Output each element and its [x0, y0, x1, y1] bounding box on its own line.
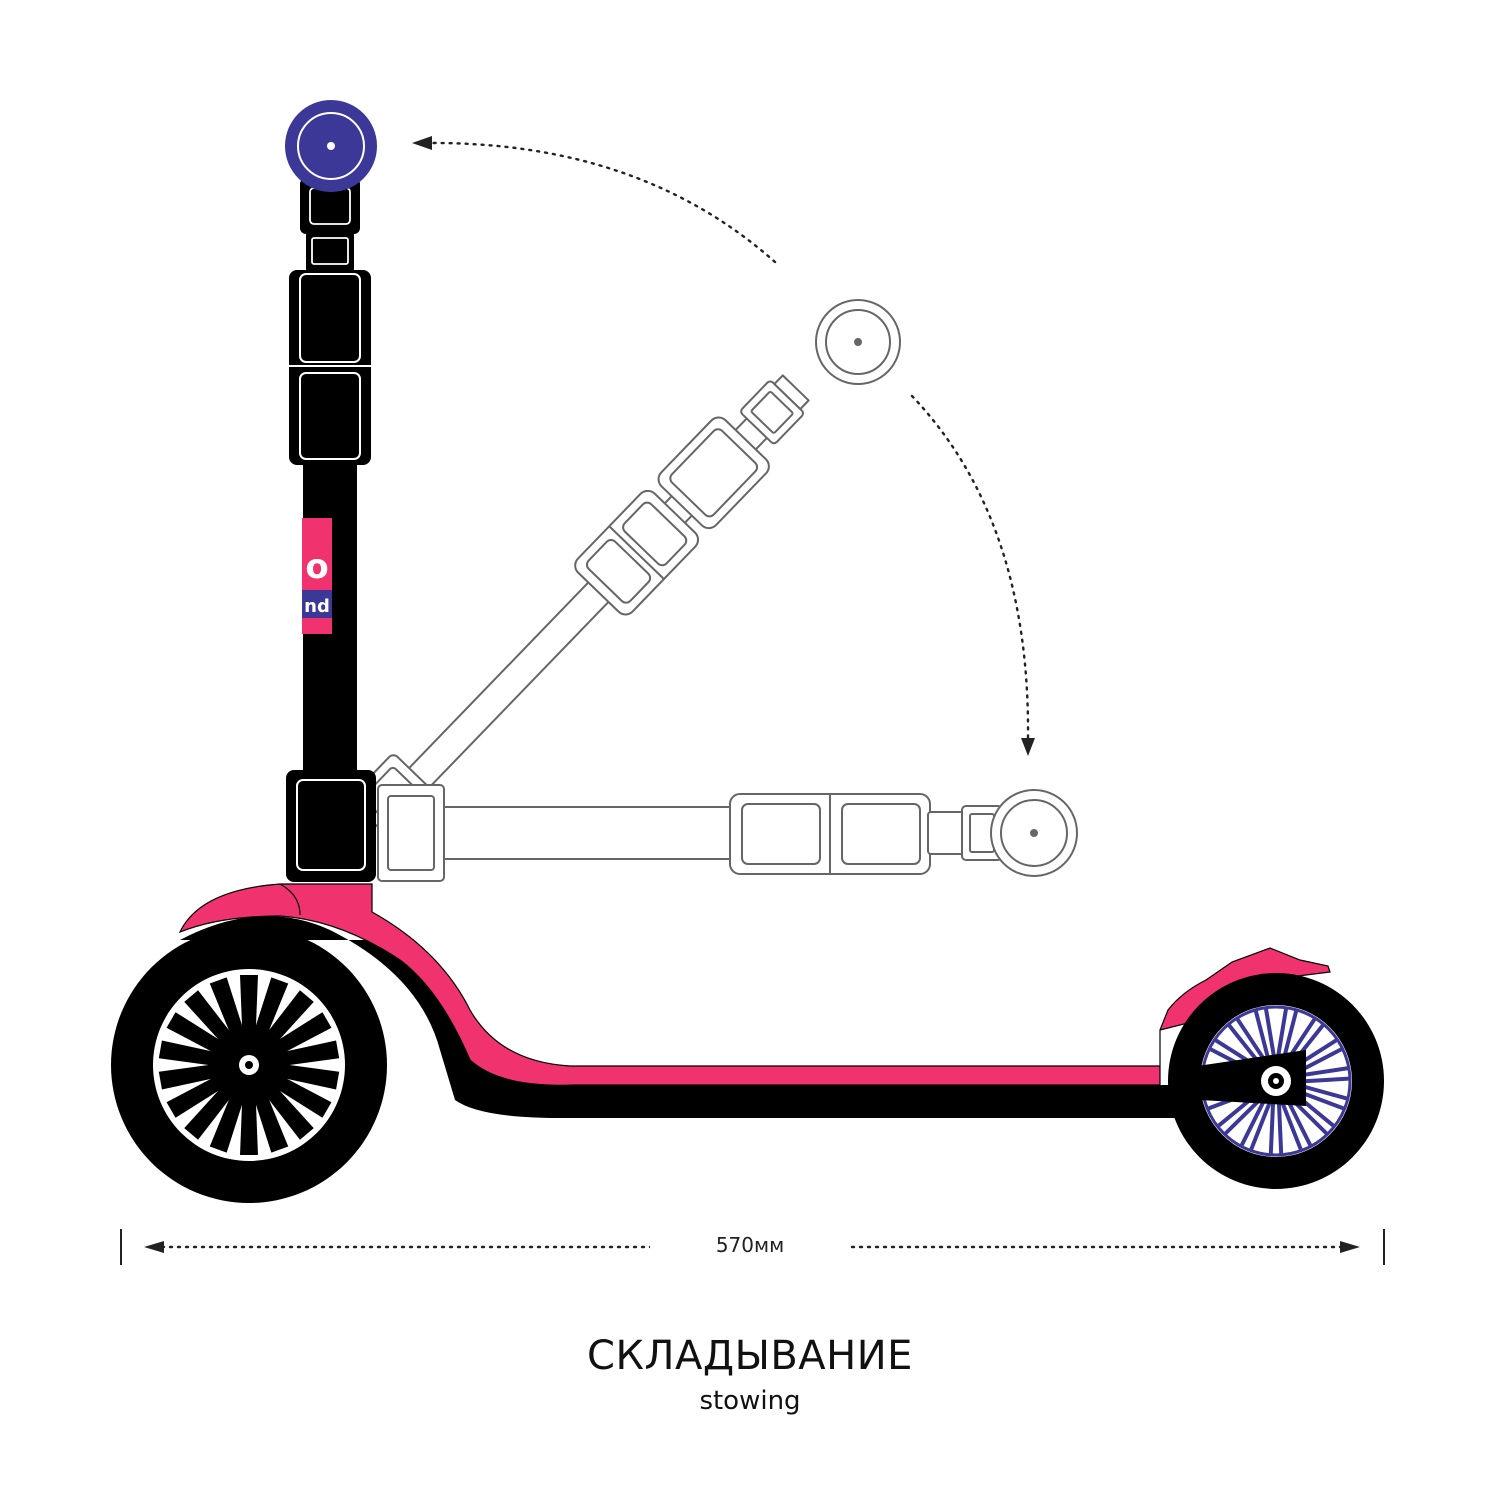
sticker-text-top: o	[305, 547, 328, 587]
handlebar-upright	[286, 178, 376, 882]
scooter-deck	[178, 883, 1331, 1086]
rear-axle-bracket	[1184, 1050, 1306, 1106]
ghost-grip-diagonal	[815, 299, 901, 385]
fold-arrow-upper	[428, 141, 777, 264]
arrowhead-right-icon	[1340, 1241, 1360, 1253]
arrowhead-icon	[1021, 738, 1035, 756]
ghost-handlebar-folded	[377, 784, 1003, 882]
caption-title: СКЛАДЫВАНИЕ	[587, 1333, 913, 1379]
fold-arrow-lower	[910, 394, 1030, 740]
front-wheel	[111, 927, 387, 1203]
sticker: o nd	[302, 518, 332, 634]
ghost-grip-folded	[990, 789, 1078, 877]
dimension-label: 570мм	[650, 1228, 850, 1262]
dimension-line	[120, 1229, 1385, 1265]
front-wheel-spokes	[158, 975, 340, 1155]
top-grip	[285, 100, 377, 192]
arrowhead-left-icon	[144, 1241, 164, 1253]
caption-subtitle: stowing	[699, 1386, 801, 1416]
ghost-handlebar-diagonal	[350, 374, 810, 848]
arrowhead-icon	[412, 136, 432, 150]
sticker-text-bottom: nd	[304, 596, 330, 617]
